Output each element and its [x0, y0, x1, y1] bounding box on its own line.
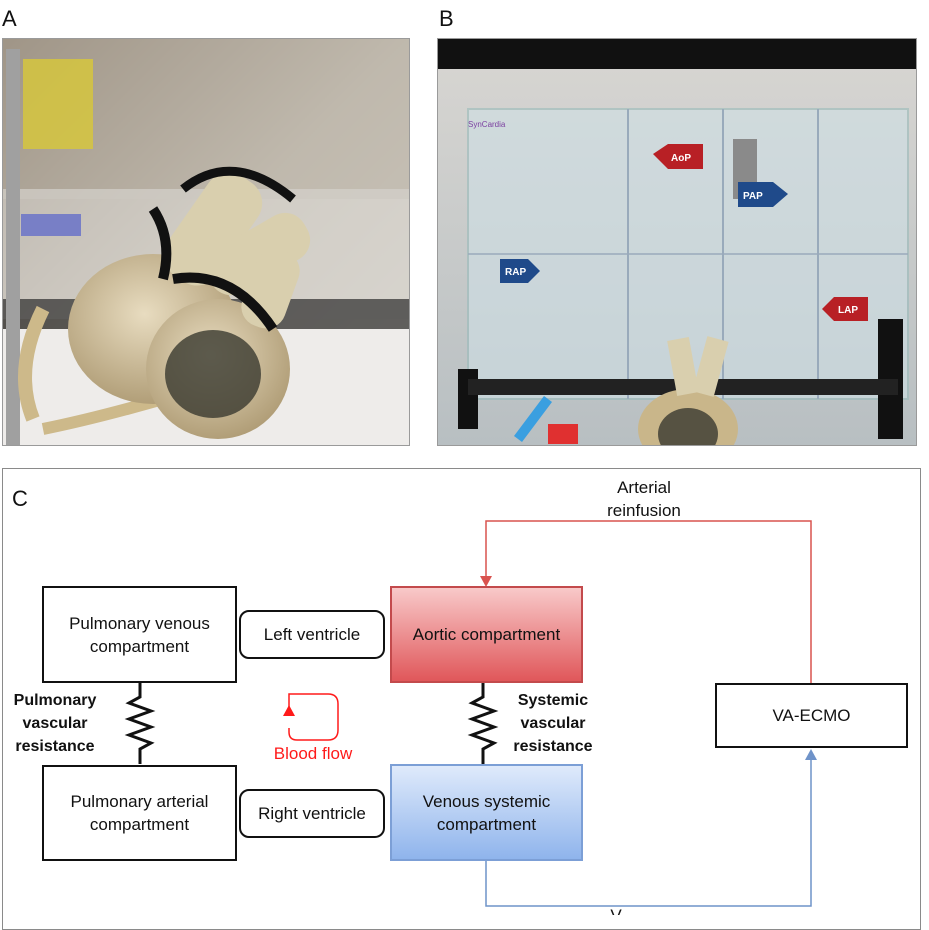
rap-tag: RAP [505, 267, 526, 278]
right-ventricle-box: Right ventricle [239, 789, 385, 838]
lap-tag: LAP [838, 305, 858, 316]
venous-systemic-compartment: Venous systemic compartment [390, 764, 583, 861]
pulmonary-venous-compartment: Pulmonary venous compartment [42, 586, 237, 683]
va-ecmo-box: VA-ECMO [715, 683, 908, 748]
panel-letter-b: B [439, 6, 454, 31]
pap-tag: PAP [743, 191, 763, 202]
left-ventricle-box: Left ventricle [239, 610, 385, 659]
systemic-resistance-label: Systemic vascular resistance [513, 692, 593, 755]
venous-drainage-label-partial: V [606, 904, 626, 915]
aortic-compartment: Aortic compartment [390, 586, 583, 683]
panel-letter-c: C [12, 486, 28, 511]
aop-tag: AoP [671, 153, 691, 164]
photo-a-artificial-heart [2, 38, 410, 446]
pulmonary-resistance-label: Pulmonary vascular resistance [13, 692, 97, 755]
blood-flow-label: Blood flow [273, 744, 353, 763]
photo-b-mock-loop: SynCardia AoP PAP RAP LAP [437, 38, 917, 446]
panel-letter-a: A [2, 6, 17, 31]
pulmonary-arterial-compartment: Pulmonary arterial compartment [42, 765, 237, 861]
arterial-reinfusion-label: Arterial reinfusion [607, 478, 681, 520]
brand-text: SynCardia [468, 120, 506, 129]
